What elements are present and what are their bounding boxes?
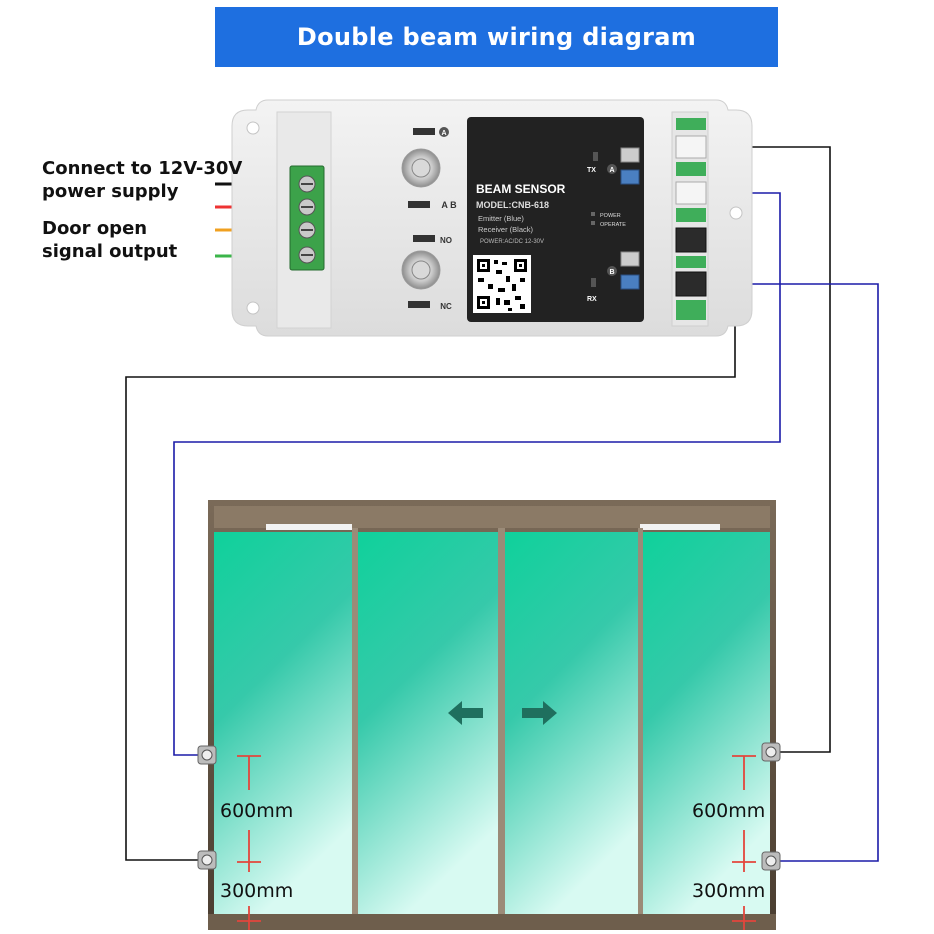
- qr-code-icon: [473, 255, 531, 313]
- title-banner: Double beam wiring diagram: [215, 7, 778, 67]
- connector-tx1: [675, 135, 707, 159]
- device-name: BEAM SENSOR: [476, 182, 566, 196]
- right-lower-measurement: 300mm: [692, 880, 766, 902]
- sensor-right-lower: [761, 851, 781, 871]
- device-power: POWER:AC/DC 12-30V: [480, 239, 544, 245]
- no-label: NO: [440, 236, 452, 245]
- wire-blue-right: [708, 283, 879, 862]
- signal-output-label: Door open signal output: [42, 217, 177, 263]
- device-emitter: Emitter (Blue): [478, 214, 524, 223]
- led-a: [413, 128, 435, 135]
- wire-black-right: [708, 146, 831, 753]
- diagram-title: Double beam wiring diagram: [296, 23, 697, 51]
- sliding-door: [208, 500, 776, 930]
- led-operate-label: OPERATE: [600, 222, 626, 228]
- arrow-left-icon: [448, 701, 483, 725]
- terminal-block: [289, 165, 325, 271]
- beam-sensor-controller: A A B NO NC BEAM SENSOR MODEL:CNB-618 Em…: [231, 99, 753, 337]
- sensor-right-upper: [761, 742, 781, 762]
- btn-ab-label: A B: [441, 200, 457, 210]
- port-b-label: B: [609, 269, 614, 276]
- sensor-left-lower: [197, 850, 217, 870]
- power-label-line1: Connect to 12V-30V: [42, 158, 243, 179]
- power-supply-label: Connect to 12V-30V power supply: [42, 157, 242, 203]
- measure-markers: [237, 755, 756, 930]
- glass-panel-1: [214, 532, 352, 914]
- glass-panel-3: [505, 532, 639, 914]
- glass-panel-2: [358, 532, 498, 914]
- rx-label: RX: [587, 296, 597, 303]
- device-model: MODEL:CNB-618: [476, 200, 549, 210]
- arrow-right-icon: [522, 701, 557, 725]
- power-label-line2: power supply: [42, 181, 179, 202]
- signal-label-line1: Door open: [42, 218, 148, 239]
- connector-tx2: [675, 181, 707, 205]
- nc-label: NC: [440, 302, 452, 311]
- device-receiver: Receiver (Black): [478, 225, 534, 234]
- tx-label: TX: [587, 167, 596, 174]
- left-upper-measurement: 600mm: [220, 800, 294, 822]
- signal-label-line2: signal output: [42, 241, 178, 262]
- right-upper-measurement: 600mm: [692, 800, 766, 822]
- left-lower-measurement: 300mm: [220, 880, 294, 902]
- glass-panel-4: [643, 532, 770, 914]
- btn-a-label: A: [441, 130, 446, 137]
- sensor-left-upper: [197, 745, 217, 765]
- led-power-label: POWER: [600, 213, 621, 219]
- wire-blue-left: [173, 192, 781, 756]
- connector-rx2: [675, 271, 707, 297]
- port-a-label: A: [609, 167, 614, 174]
- connector-rx1: [675, 227, 707, 253]
- door-header: [214, 506, 770, 528]
- beam-sensor-heads: [197, 742, 781, 871]
